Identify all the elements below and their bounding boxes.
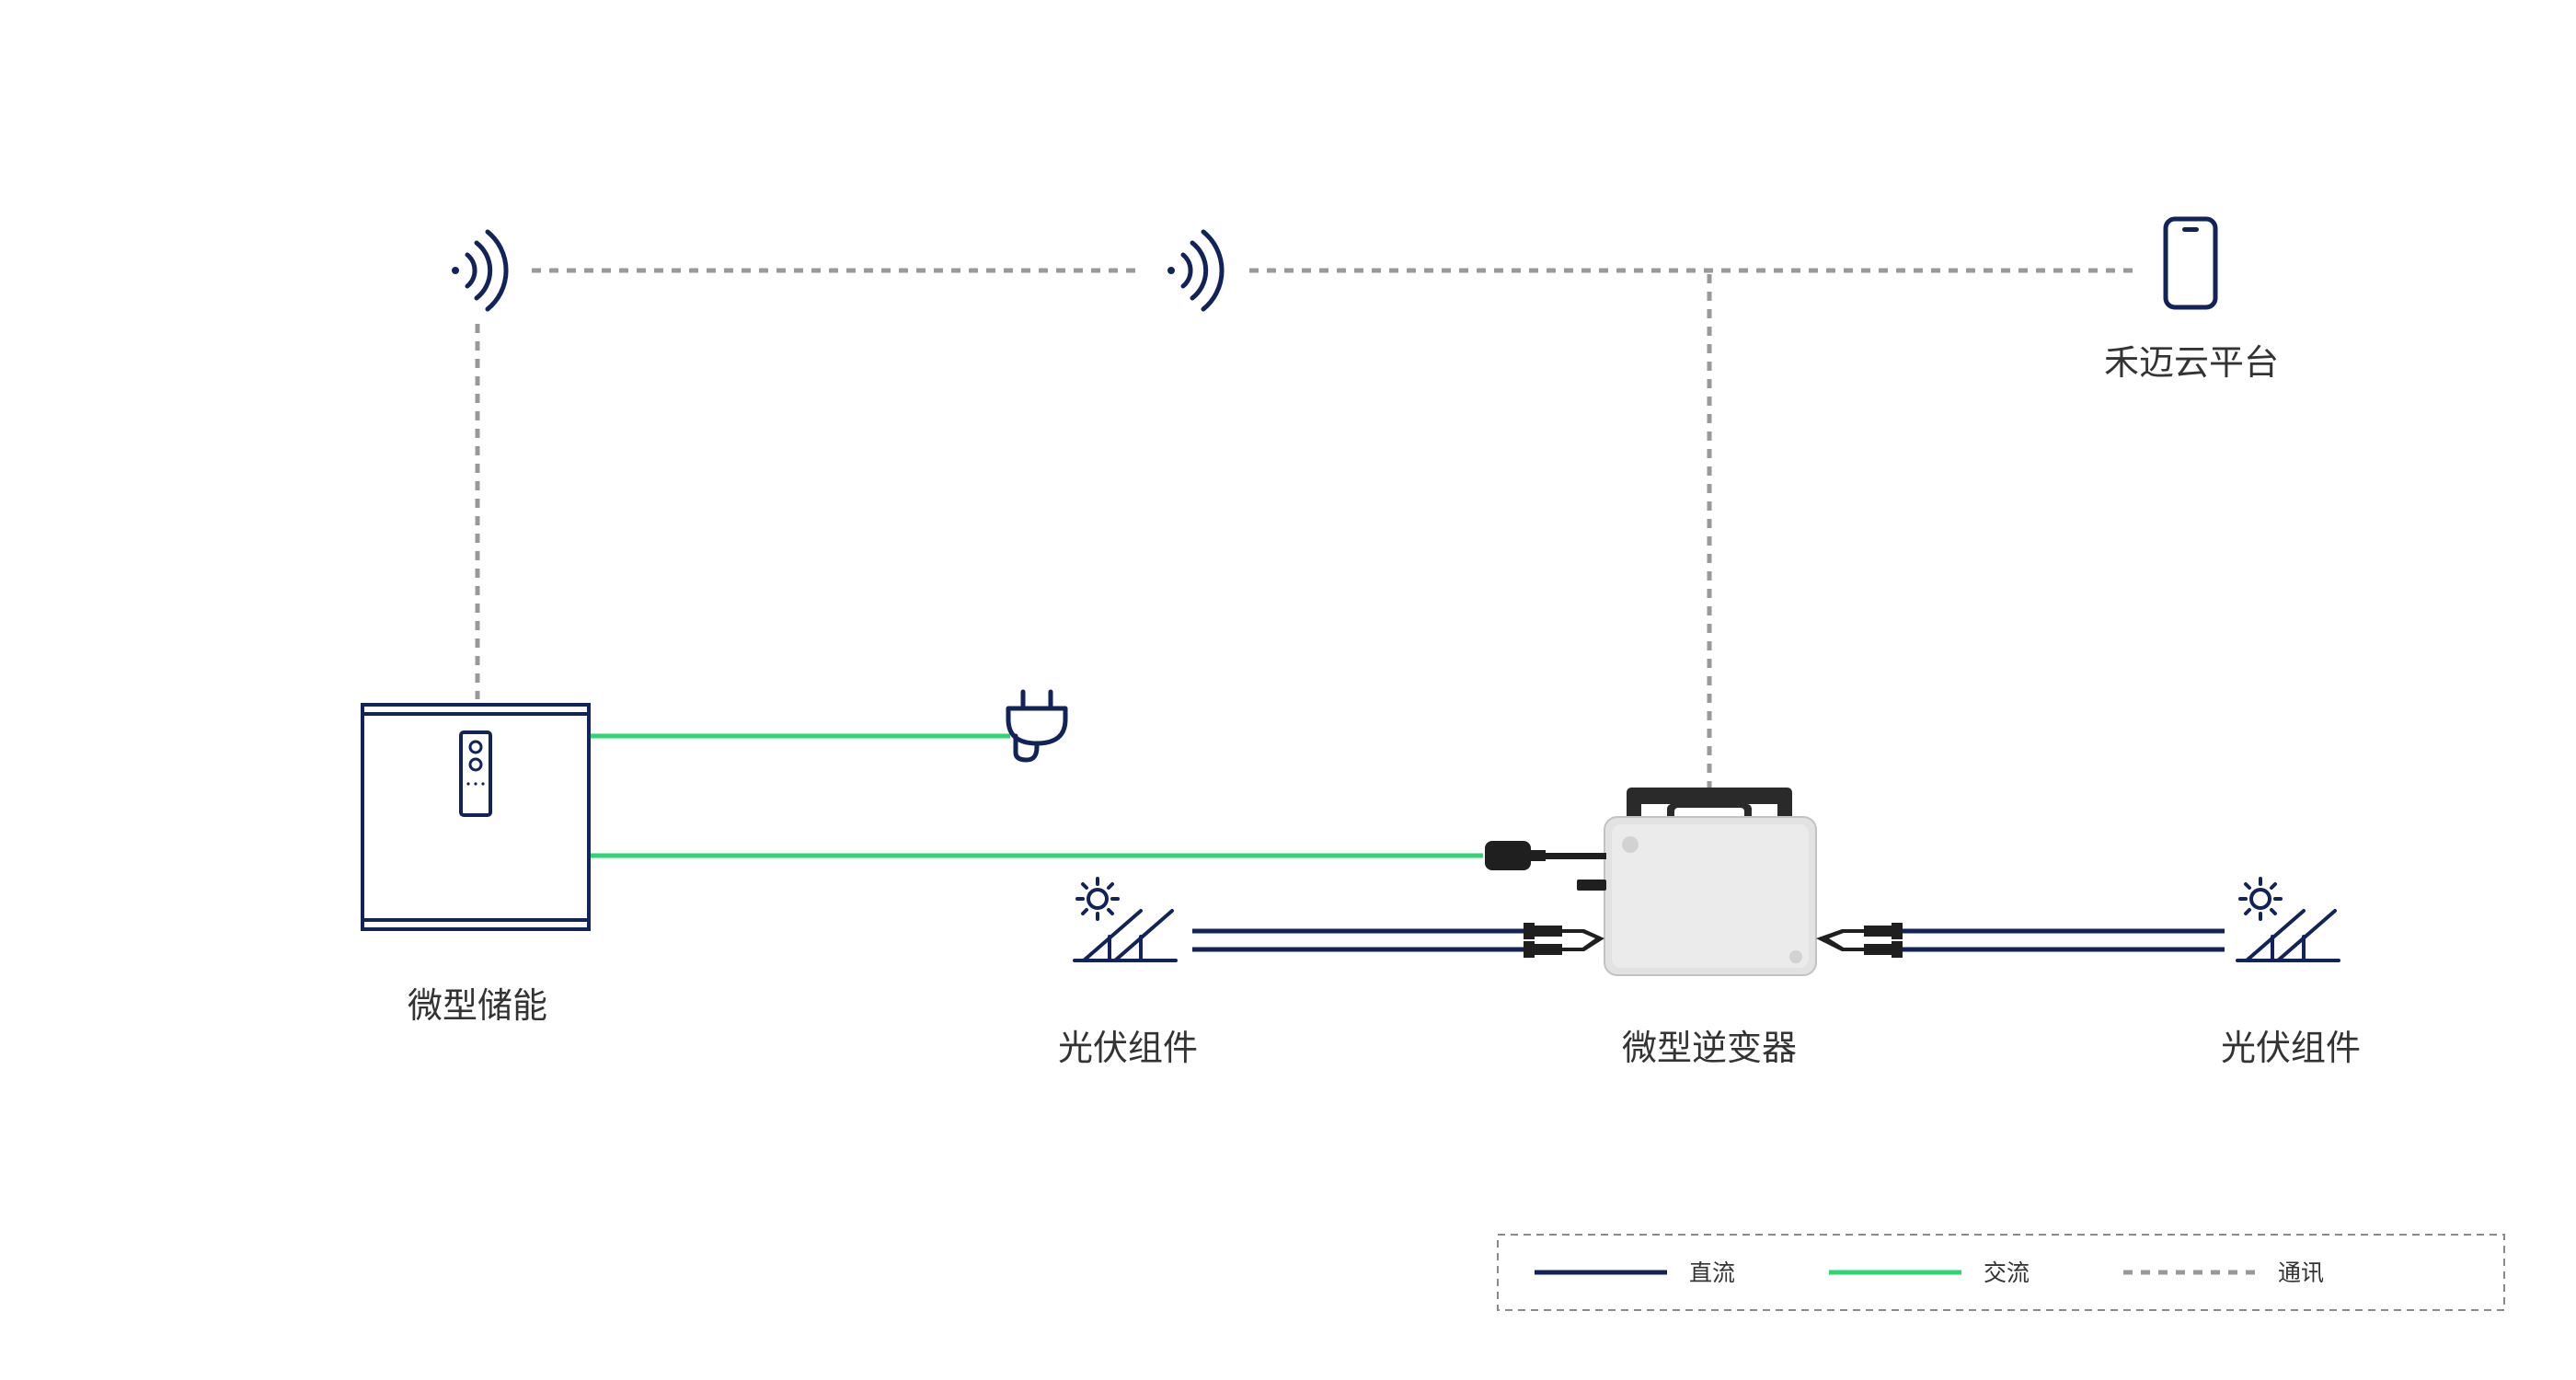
legend-box	[1497, 1234, 2505, 1311]
micro-inverter-icon	[1485, 788, 1903, 976]
dc-lines	[1192, 928, 2225, 952]
micro-storage-label: 微型储能	[408, 985, 547, 1026]
ac-lines	[591, 733, 1483, 858]
pv-module-right-icon	[2236, 877, 2340, 962]
wireless-icon-middle	[1167, 229, 1225, 312]
pv-module-left-label: 光伏组件	[1058, 1028, 1198, 1068]
micro-storage-icon	[361, 703, 591, 931]
micro-inverter-label: 微型逆变器	[1622, 1028, 1797, 1068]
pv-module-left-icon	[1073, 877, 1178, 962]
legend-ac-label: 交流	[1984, 1259, 2030, 1286]
comm-lines	[475, 268, 2133, 791]
legend-comm-label: 通讯	[2278, 1259, 2324, 1286]
cloud-platform-label: 禾迈云平台	[2104, 342, 2279, 383]
plug-icon	[1006, 689, 1068, 763]
pv-module-right-label: 光伏组件	[2221, 1028, 2361, 1068]
wireless-icon-left	[452, 229, 509, 312]
legend: 直流 交流 通讯	[1497, 1234, 2505, 1311]
phone-icon	[2163, 216, 2218, 310]
legend-dc-label: 直流	[1689, 1259, 1735, 1286]
